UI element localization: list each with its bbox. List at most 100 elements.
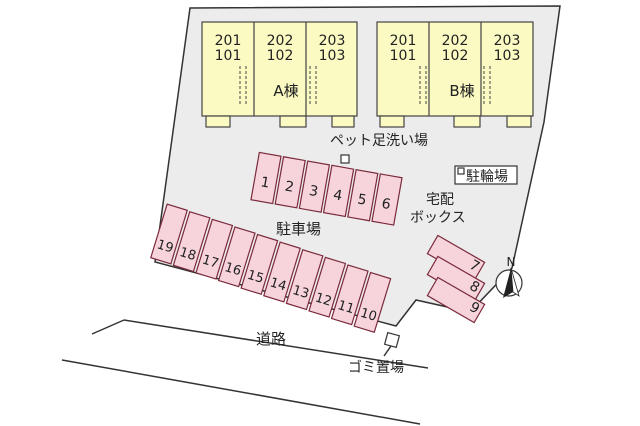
pet-wash-label: ペット足洗い場 (330, 133, 428, 149)
road-line-main (123, 319, 429, 369)
unit-b-202: 202 (442, 33, 469, 49)
building-a-stair-1 (239, 66, 247, 106)
road-label: 道路 (256, 330, 286, 348)
parking-slot-rect (371, 173, 403, 226)
parking-slot-rect (274, 156, 306, 209)
building-b-porch-3 (506, 115, 532, 128)
parking-slot-15: 15 (240, 233, 279, 295)
parking-slot-1: 1 (250, 151, 282, 205)
parking-slot-rect (353, 271, 392, 333)
parking-slot-11: 11 (330, 264, 369, 326)
parking-slot-rect (285, 249, 324, 311)
building-b-outline (376, 21, 534, 117)
parking-slot-rect (347, 168, 379, 222)
parking-slot-number: 1 (259, 174, 271, 191)
parking-slot-rect (426, 276, 486, 324)
north-arrow-pointer-light (510, 267, 520, 297)
parking-slot-17: 17 (195, 218, 234, 280)
unit-b-103: 103 (494, 48, 521, 64)
parking-slot-rect (322, 164, 355, 218)
road-line-lower (61, 359, 421, 425)
bike-parking-rack (457, 167, 465, 175)
parking-slot-number: 14 (268, 275, 288, 294)
parking-slot-rect (263, 241, 301, 303)
unit-a-102: 102 (267, 48, 294, 64)
building-b: 201 101 202 102 203 103 B棟 (376, 21, 534, 128)
parking-slot-number: 12 (313, 291, 333, 310)
parking-slot-13: 13 (285, 249, 324, 311)
parking-slot-number: 11 (336, 298, 356, 317)
parking-slot-16: 16 (217, 226, 256, 288)
parking-slot-3: 3 (298, 160, 331, 213)
parking-slot-number: 16 (223, 260, 243, 279)
parking-slot-rect (308, 256, 347, 318)
parking-slot-4: 4 (322, 164, 355, 218)
parking-slot-rect (250, 151, 282, 205)
parking-slot-6: 6 (371, 173, 403, 226)
parking-slot-number: 3 (308, 183, 320, 200)
parking-slot-rect (240, 233, 279, 295)
unit-a-201: 201 (215, 33, 242, 49)
delivery-box-label-1: 宅配 (426, 192, 454, 208)
parking-slot-rect (217, 226, 256, 288)
parking-slot-rect (172, 211, 211, 273)
parking-slot-number: 15 (245, 268, 265, 287)
building-a-outline (201, 21, 358, 117)
road-line-upper (91, 319, 125, 335)
building-a-label: A棟 (273, 82, 298, 100)
unit-b-203: 203 (494, 33, 521, 49)
building-a: 201 101 202 102 203 103 A棟 (201, 21, 358, 128)
building-a-porch-1 (205, 115, 231, 128)
garbage-leader-line (383, 345, 392, 357)
parking-slot-18: 18 (172, 211, 211, 273)
garbage-marker (383, 331, 401, 349)
parking-slot-number: 4 (332, 187, 344, 204)
parking-label: 駐車場 (276, 220, 321, 238)
parking-row-right: 789 (426, 234, 486, 324)
parking-slot-rect (150, 203, 188, 265)
parking-slot-number: 10 (358, 306, 378, 325)
parking-slot-14: 14 (263, 241, 301, 303)
parking-slot-number: 13 (291, 283, 311, 302)
parking-slot-number: 18 (178, 245, 198, 264)
building-b-stair-2 (483, 66, 491, 106)
parking-slot-number: 5 (356, 191, 368, 208)
unit-b-201: 201 (390, 33, 417, 49)
building-b-porch-1 (379, 115, 405, 128)
garbage-label: ゴミ置場 (348, 359, 404, 376)
parking-slot-2: 2 (274, 156, 306, 209)
building-a-porch-3 (331, 115, 355, 128)
parking-slot-number: 17 (200, 253, 220, 272)
building-b-stair-1 (419, 66, 427, 106)
parking-slot-10: 10 (353, 271, 392, 333)
building-b-label: B棟 (449, 82, 474, 100)
bike-parking-box (454, 165, 518, 185)
unit-a-203: 203 (319, 33, 346, 49)
unit-a-101: 101 (215, 48, 242, 64)
north-arrow: N (495, 255, 523, 298)
pet-wash-marker (340, 154, 350, 164)
parking-slot-9: 9 (426, 276, 486, 324)
building-b-porch-2 (453, 115, 481, 128)
parking-slot-rect (298, 160, 331, 213)
delivery-box-label-2: ボックス (410, 210, 466, 226)
building-a-porch-2 (279, 115, 307, 128)
unit-b-101: 101 (390, 48, 417, 64)
unit-b-102: 102 (442, 48, 469, 64)
parking-slot-5: 5 (347, 168, 379, 222)
parking-slot-rect (195, 218, 234, 280)
parking-slot-19: 19 (150, 203, 188, 265)
unit-a-202: 202 (267, 33, 294, 49)
parking-slot-rect (330, 264, 369, 326)
parking-slot-number: 2 (284, 179, 296, 196)
building-a-stair-2 (309, 66, 317, 106)
north-arrow-label: N (507, 255, 516, 269)
parking-slot-12: 12 (308, 256, 347, 318)
north-arrow-pointer (503, 268, 513, 298)
bike-parking-label: 駐輪場 (466, 168, 508, 185)
parking-slot-number: 19 (155, 237, 175, 256)
parking-slot-number: 6 (380, 196, 392, 213)
